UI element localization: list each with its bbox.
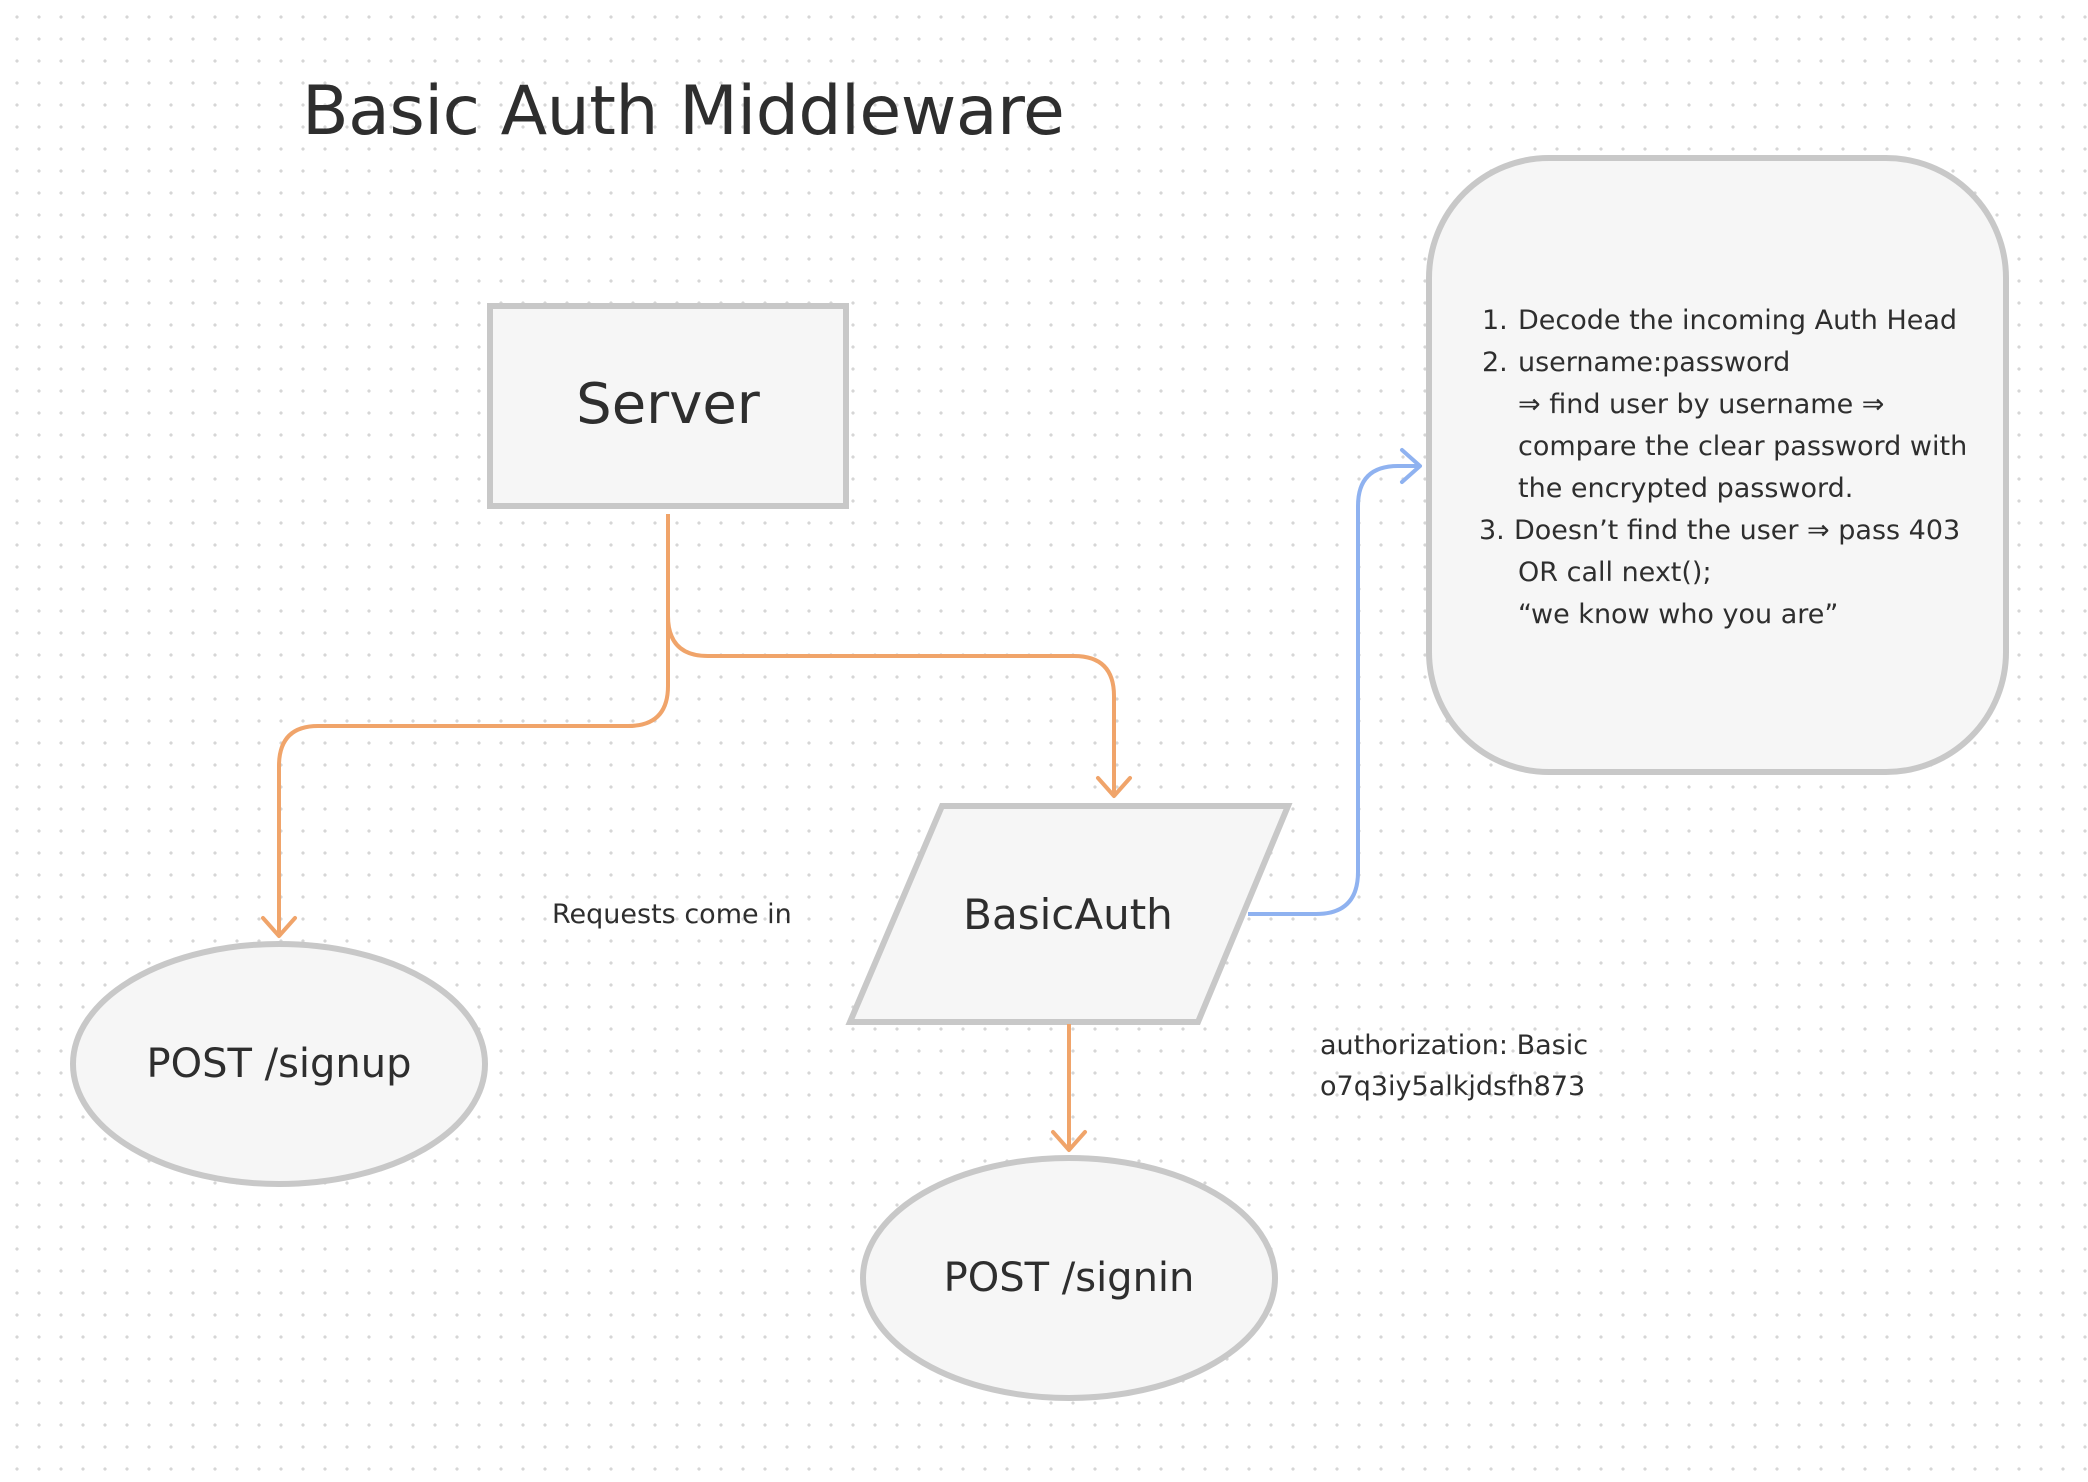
note-step-2: 2. username:password ⇒ find user by user… xyxy=(1482,342,2002,510)
signin-ellipse[interactable] xyxy=(860,1155,1278,1401)
note-step-3-number: 3. xyxy=(1479,515,1505,546)
note-step-3-line-2: OR call next(); xyxy=(1518,557,1712,588)
note-step-1-line-1: Decode the incoming Auth Head xyxy=(1518,305,1958,336)
note-step-2-number: 2. xyxy=(1482,347,1508,378)
auth-header-line2: o7q3iy5alkjdsfh873 xyxy=(1320,1071,1586,1102)
note-content: 1. Decode the incoming Auth Head 2. user… xyxy=(1426,154,2008,772)
note-step-2-line-1: username:password xyxy=(1518,347,1791,378)
note-step-2-line-4: the encrypted password. xyxy=(1518,473,1854,504)
connector-basicauth-to-note xyxy=(1248,464,1418,916)
server-box[interactable] xyxy=(487,303,849,509)
note-step-3-line-3: “we know who you are” xyxy=(1518,599,1839,630)
note-step-3: 3. Doesn’t find the user ⇒ pass 403 OR c… xyxy=(1479,510,2002,636)
note-step-2-line-3: compare the clear password with xyxy=(1518,431,1968,462)
requests-label: Requests come in xyxy=(552,899,792,930)
note-step-2-line-2: ⇒ find user by username ⇒ xyxy=(1518,389,1885,420)
connector-server-to-signup xyxy=(277,616,670,934)
arrowhead-signin xyxy=(1051,1130,1087,1152)
note-step-3-line-1: Doesn’t find the user ⇒ pass 403 xyxy=(1514,515,1961,546)
note-box[interactable] xyxy=(1426,155,2009,775)
signup-label: POST /signup xyxy=(146,1041,412,1087)
auth-header-line1: authorization: Basic xyxy=(1320,1030,1589,1061)
note-step-1-number: 1. xyxy=(1482,305,1508,336)
basic-auth-parallelogram[interactable] xyxy=(845,803,1293,1025)
basic-auth-label: BasicAuth xyxy=(963,890,1173,939)
signin-label: POST /signin xyxy=(943,1255,1195,1301)
note-steps-list: 1. Decode the incoming Auth Head 2. user… xyxy=(1479,300,2002,636)
diagram-title: Basic Auth Middleware xyxy=(302,72,1065,151)
arrowhead-note xyxy=(1400,448,1422,484)
connector-server-to-basicauth xyxy=(666,514,1116,794)
note-step-1: 1. Decode the incoming Auth Head xyxy=(1482,300,2002,342)
arrowhead-basicauth xyxy=(1096,776,1132,798)
arrowhead-signup xyxy=(261,916,297,938)
signup-ellipse[interactable] xyxy=(70,941,488,1187)
server-label: Server xyxy=(576,372,760,437)
